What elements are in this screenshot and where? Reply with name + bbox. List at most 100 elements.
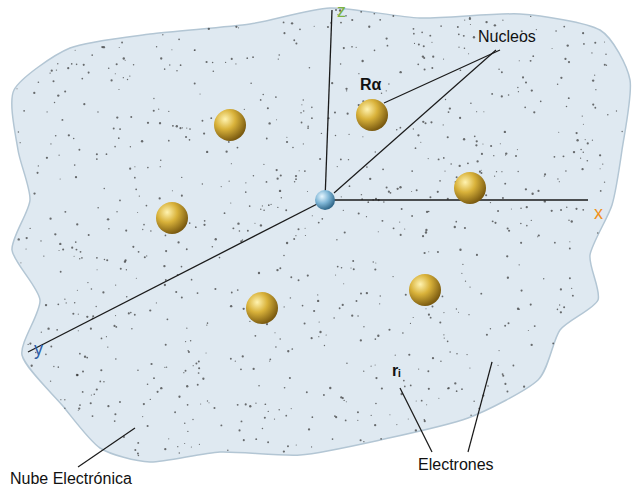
electron-dot — [97, 111, 98, 112]
electron-dot — [31, 365, 33, 367]
electron-dot — [83, 103, 85, 105]
electron-dot — [340, 63, 342, 65]
electron-dot — [88, 234, 90, 236]
electron-dot — [115, 73, 116, 74]
electron-dot — [487, 385, 488, 386]
electron-dot — [228, 141, 230, 143]
electron-dot — [321, 218, 323, 220]
electron-dot — [307, 275, 309, 277]
electron-dot — [469, 18, 471, 20]
electron-dot — [114, 146, 116, 148]
leader-line — [468, 362, 492, 452]
electron-dot — [413, 128, 414, 129]
electron-dot — [202, 183, 203, 184]
electron-dot — [381, 387, 383, 389]
electron-dot — [92, 315, 94, 317]
electron-dot — [292, 147, 294, 149]
electron-dot — [129, 75, 130, 76]
electron-dot — [360, 11, 362, 13]
electron-dot — [76, 249, 78, 251]
electron-dot — [279, 338, 280, 339]
electron-dot — [184, 423, 185, 424]
electron-dot — [78, 410, 79, 411]
electron-dot — [300, 112, 301, 113]
electron-dot — [399, 186, 401, 188]
electron-dot — [375, 403, 377, 405]
electron-dot — [78, 314, 79, 315]
electron-dot — [266, 138, 268, 140]
electron-dot — [486, 334, 488, 336]
electron-dot — [108, 67, 110, 69]
electron-dot — [431, 67, 433, 69]
electron-dot — [331, 82, 333, 84]
electron-dot — [267, 441, 269, 443]
electron-dot — [134, 314, 136, 316]
electron-dot — [175, 291, 177, 293]
electron-dot — [399, 222, 400, 223]
electron-dot — [33, 92, 35, 94]
electron-dot — [81, 257, 82, 258]
electron-dot — [159, 197, 161, 199]
electron-dot — [202, 378, 204, 380]
electron-dot — [532, 55, 534, 57]
electron-dot — [544, 175, 545, 176]
electron-dot — [569, 277, 571, 279]
electron-dot — [413, 317, 414, 318]
electron-dot — [186, 127, 187, 128]
electron-dot — [208, 28, 210, 30]
electron-dot — [583, 124, 584, 125]
electron-dot — [176, 125, 178, 127]
electron-dot — [326, 334, 327, 335]
electron-dot — [203, 132, 205, 134]
nucleus — [356, 99, 388, 131]
electron-dot — [518, 91, 519, 92]
electron-dot — [485, 21, 487, 23]
electron-dot — [87, 282, 88, 283]
electron-dot — [92, 415, 94, 417]
electron-dot — [206, 151, 208, 153]
electron-dot — [530, 60, 532, 62]
electron-dot — [438, 158, 440, 160]
electron-dot — [81, 257, 82, 258]
electron-dot — [497, 210, 499, 212]
electron-dot — [189, 222, 191, 224]
electron-dot — [422, 55, 424, 57]
electron-dot — [422, 235, 424, 237]
electron-dot — [91, 54, 93, 56]
electron-dot — [443, 312, 444, 313]
electron-dot — [280, 174, 282, 176]
electron-dot — [580, 158, 581, 159]
electron-dot — [467, 162, 469, 164]
nucleus — [454, 172, 486, 204]
y-axis — [28, 200, 325, 352]
electron-dot — [283, 255, 285, 257]
electron-dot — [415, 429, 417, 431]
electron-dot — [418, 43, 420, 45]
electron-dot — [416, 189, 418, 191]
electron-dot — [137, 369, 139, 371]
electron-dot — [530, 16, 531, 17]
cloud-label: Nube Electrónica — [10, 470, 132, 488]
electron-dot — [157, 391, 159, 393]
electron-dot — [520, 207, 522, 209]
electron-dot — [284, 306, 285, 307]
electron-dot — [156, 302, 157, 303]
electron-dot — [414, 43, 415, 44]
electron-dot — [66, 302, 67, 303]
electron-dot — [567, 44, 569, 46]
electron-dot — [563, 26, 565, 28]
electron-dot — [473, 36, 475, 38]
electron-dot — [116, 63, 118, 65]
electron-dot — [90, 402, 92, 404]
electron-dot — [269, 361, 270, 362]
electron-dot — [79, 353, 81, 355]
electron-dot — [506, 391, 508, 393]
electron-dot — [163, 265, 165, 267]
electron-dot — [424, 420, 426, 422]
electron-dot — [335, 274, 336, 275]
electron-dot — [530, 304, 532, 306]
electron-dot — [120, 268, 122, 270]
electron-dot — [327, 26, 329, 28]
electron-dot — [64, 90, 66, 92]
electron-dot — [418, 368, 419, 369]
